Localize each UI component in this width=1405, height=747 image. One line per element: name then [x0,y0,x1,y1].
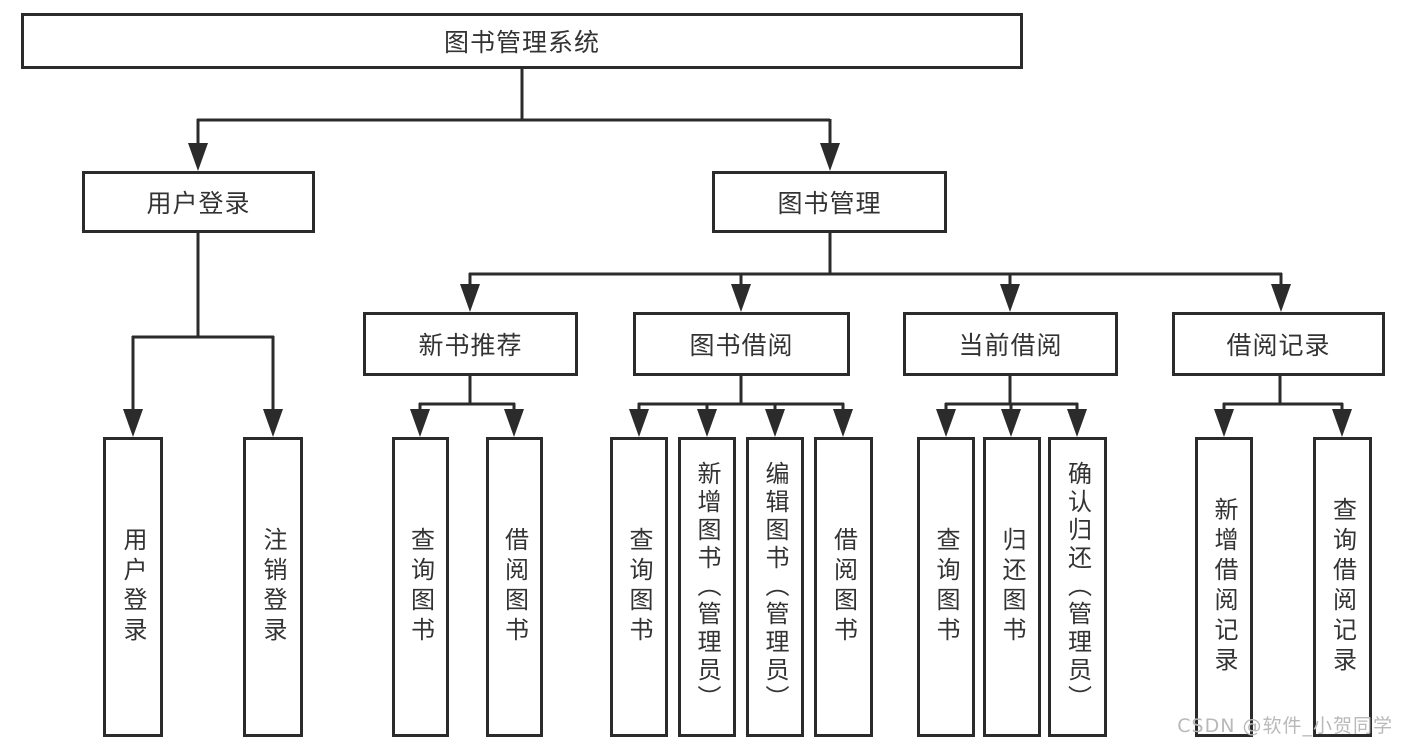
leaf-add-book: 新增图书（管理员） [678,437,736,737]
arrowhead [188,143,208,171]
connector-user-login-children [123,233,283,437]
leaf-confirm-return: 确认归还（管理员） [1048,437,1107,737]
node-book-mgmt: 图书管理 [712,171,947,233]
arrowhead [460,284,480,312]
node-book-borrow: 图书借阅 [633,312,850,376]
node-root: 图书管理系统 [21,13,1023,69]
arrowhead [1067,409,1087,437]
leaf-edit-book: 编辑图书（管理员） [746,437,804,737]
leaf-borrow-book-2: 借阅图书 [814,437,873,737]
arrowhead [936,409,956,437]
connector-book-mgmt-children [460,233,1291,312]
arrowhead [833,409,853,437]
arrowhead [1332,409,1352,437]
arrowhead [504,409,524,437]
arrowhead [1000,284,1020,312]
connector-new-book-rec-children [410,376,524,437]
arrowhead [765,409,785,437]
arrowhead [629,409,649,437]
leaf-logout: 注销登录 [243,437,303,737]
node-borrow-records: 借阅记录 [1172,312,1385,376]
leaf-query-book-3: 查询图书 [917,437,975,737]
leaf-query-record: 查询借阅记录 [1313,437,1372,737]
arrowhead [1001,409,1021,437]
leaf-query-book-2: 查询图书 [610,437,668,737]
connector-borrow-records-children [1214,376,1352,437]
csdn-watermark: CSDN @软件_小贺同学 [1177,715,1393,737]
leaf-query-book-1: 查询图书 [392,437,449,737]
node-current-borrow: 当前借阅 [903,312,1118,376]
node-new-book-rec: 新书推荐 [363,312,578,376]
leaf-user-login: 用户登录 [103,437,163,737]
leaf-return-book: 归还图书 [983,437,1041,737]
arrowhead [263,409,283,437]
connector-root-to-level2 [188,69,840,171]
arrowhead [123,409,143,437]
leaf-add-record: 新增借阅记录 [1195,437,1253,737]
arrowhead [1271,284,1291,312]
arrowhead [697,409,717,437]
arrowhead [410,409,430,437]
connector-current-borrow-children [936,376,1087,437]
node-user-login: 用户登录 [82,171,315,233]
leaf-borrow-book-1: 借阅图书 [486,437,543,737]
arrowhead [820,143,840,171]
arrowhead [1214,409,1234,437]
connector-book-borrow-children [629,376,853,437]
arrowhead [731,284,751,312]
